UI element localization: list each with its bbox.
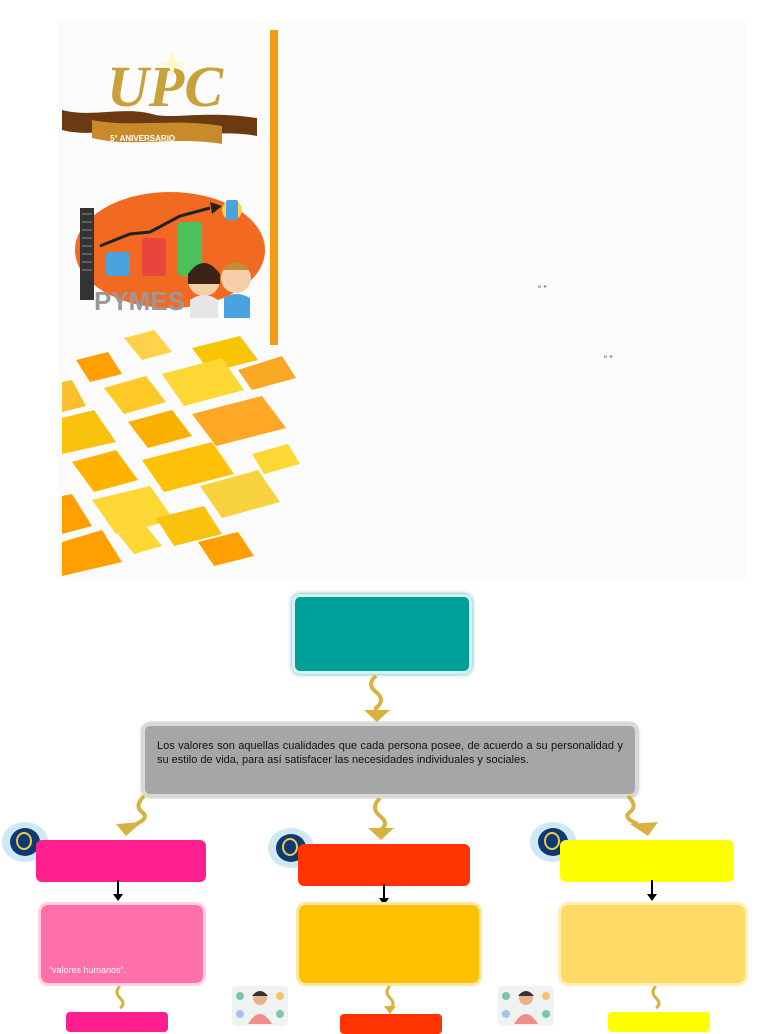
right-branch-title — [560, 840, 734, 882]
connector-root — [364, 674, 390, 722]
orange-divider — [270, 30, 278, 345]
arrow-down-middle — [379, 884, 389, 905]
right-branch-content — [558, 902, 748, 986]
upc-ribbon-text: 5° ANIVERSARIO — [110, 134, 175, 143]
left-branch-content: “valores humanos”. — [38, 902, 206, 986]
connector-bottom-left — [115, 986, 125, 1010]
upc-logo: UPC 5° ANIVERSARIO — [62, 50, 257, 144]
left-branch-title — [36, 840, 206, 882]
arrow-down-left — [113, 880, 123, 901]
connector-bottom-right — [651, 986, 661, 1010]
quote-marks-2: “ ” — [604, 354, 613, 364]
connector-right — [625, 794, 658, 836]
connector-middle — [368, 798, 394, 840]
right-bottom-box — [608, 1012, 710, 1032]
quote-marks-1: “ ” — [538, 284, 547, 294]
connector-left — [116, 794, 147, 836]
connector-bottom-middle — [384, 986, 396, 1014]
pymes-label: PYMES — [94, 286, 185, 316]
middle-branch-content — [296, 902, 482, 986]
root-node — [292, 594, 472, 674]
middle-branch-title — [298, 844, 470, 886]
left-bottom-box — [66, 1012, 168, 1032]
person-icon — [232, 986, 288, 1026]
person-icon — [498, 986, 554, 1026]
middle-bottom-box — [340, 1014, 442, 1034]
decorative-diamonds — [62, 330, 300, 576]
left-branch-text: “valores humanos”. — [49, 965, 127, 975]
arrow-down-right — [647, 880, 657, 901]
definition-box: Los valores son aquellas cualidades que … — [142, 723, 638, 797]
pymes-illustration: PYMES — [75, 192, 265, 318]
